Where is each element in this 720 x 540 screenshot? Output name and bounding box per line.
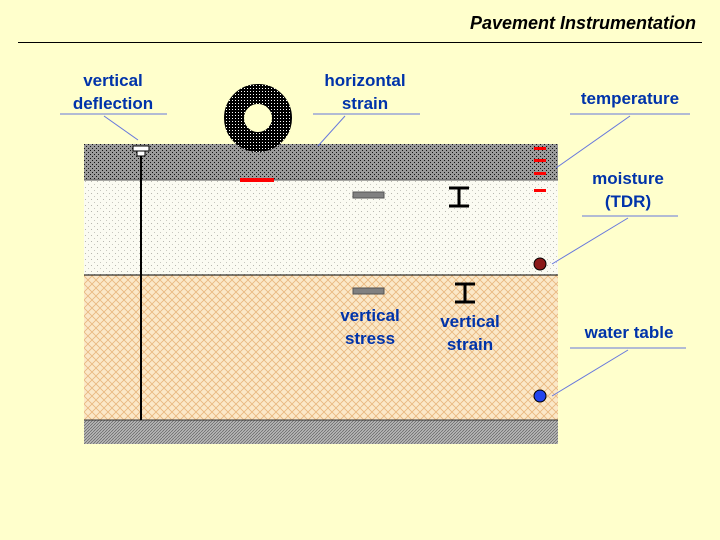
label-water-table: water table: [584, 323, 674, 342]
moisture-sensor-icon: [533, 257, 547, 271]
label-temperature: temperature: [580, 89, 680, 108]
label-moisture: moisture (TDR): [592, 169, 664, 211]
stress-cell-base-icon: [352, 191, 385, 199]
asphalt-layer: [84, 144, 558, 180]
label-vertical-stress: vertical stress: [340, 306, 400, 348]
label-horizontal-strain: horizontal strain: [324, 71, 406, 113]
label-underlines: [60, 113, 690, 349]
temperature-sensors-icon: [534, 147, 546, 192]
subgrade-layer: [84, 275, 558, 420]
base-layer: [84, 180, 558, 275]
vertical-strain-gauge-subgrade-icon: [455, 282, 475, 304]
leader-lines: [103, 115, 631, 397]
deflection-gauge-icon: [132, 145, 150, 420]
horizontal-strain-gauge-icon: [240, 178, 274, 182]
stress-cell-subgrade-icon: [352, 287, 385, 295]
label-vertical-deflection: vertical deflection: [72, 71, 154, 113]
label-vertical-strain: vertical strain: [440, 312, 500, 354]
vertical-strain-gauge-base-icon: [449, 186, 469, 208]
page-title: Pavement Instrumentation: [469, 13, 696, 33]
title-rule: [18, 42, 702, 43]
bedrock-layer: [84, 420, 558, 444]
tire-icon: [224, 84, 292, 152]
water-table-sensor-icon: [533, 389, 547, 403]
